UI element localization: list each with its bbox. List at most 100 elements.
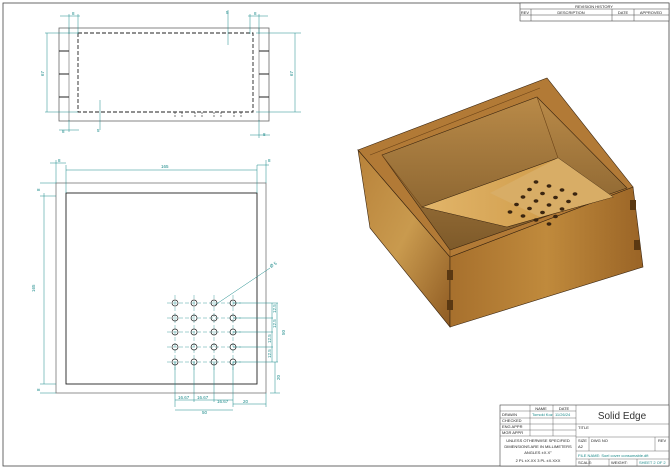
top-view: 8 8 5 8 8 5 67 67 (40, 10, 301, 138)
hole-3d (566, 199, 571, 204)
label-mgr-appr: MGR APPR (502, 430, 523, 435)
bottom-view: 165 165 8 8 8 8 Ø 5 16.67 16.67 16.67 20… (31, 158, 286, 415)
hole-3d (559, 188, 565, 192)
hole-3d (533, 218, 539, 222)
revision-history-table: REVISION HISTORY REV DESCRIPTION DATE AP… (519, 2, 670, 22)
dim-pitch-x-1: 16.67 (178, 395, 190, 400)
dim-height-165: 165 (31, 284, 36, 292)
label-drawn: DRAWN (502, 412, 517, 417)
hole (190, 299, 198, 307)
col-date-tb: DATE (559, 406, 570, 411)
hole (190, 314, 198, 322)
hole-3d (520, 214, 526, 218)
dim-left-67: 67 (40, 70, 45, 76)
hole-3d (546, 222, 552, 226)
drawn-name: Tomoki Koz (532, 412, 553, 417)
hole-3d (527, 187, 532, 192)
hole (210, 328, 218, 336)
title-label: TITLE (578, 425, 589, 430)
revision-history-title: REVISION HISTORY (575, 4, 613, 9)
hole-3d (553, 214, 558, 219)
hole (190, 358, 198, 366)
dim-bottom-left-8: 8 (62, 129, 65, 134)
weight-label: WEIGHT: (611, 460, 628, 465)
size-label: SIZE (578, 438, 587, 443)
size-value: A2 (578, 444, 584, 449)
hole-3d (514, 202, 519, 207)
file-name: FILE NAME: Soel cover consumable.dft (578, 453, 649, 458)
dim-top-right-8: 8 (254, 11, 257, 16)
hole (229, 314, 237, 322)
hole (229, 358, 237, 366)
dim-pitch-y-4: 12.5 (267, 349, 272, 358)
sheet-number: SHEET 2 OF 2 (639, 460, 666, 465)
hole (210, 299, 218, 307)
hole (210, 314, 218, 322)
note-1: UNLESS OTHERWISE SPECIFIED (506, 438, 570, 443)
hole-3d (527, 206, 532, 211)
dim-width-165: 165 (161, 164, 169, 169)
hole-3d (559, 207, 565, 211)
hole-3d (533, 180, 539, 184)
hole (190, 343, 198, 351)
note-2: DIMENSIONS ARE IN MILLIMETERS (504, 444, 572, 449)
hole-3d (540, 191, 545, 196)
col-rev: REV (521, 10, 530, 15)
dim-top-5: 5 (226, 10, 229, 15)
col-approved: APPROVED (640, 10, 662, 15)
scale-label: SCALE: (578, 460, 592, 465)
note-4: 2 PL ±X.XX 3 PL ±X.XXX (516, 458, 561, 463)
title-block: NAME DATE DRAWN Tomoki Koz 11/26/24 CHEC… (499, 404, 670, 467)
hole (171, 358, 179, 366)
hole-grid (167, 295, 241, 370)
hole (210, 358, 218, 366)
hole (229, 299, 237, 307)
dim-wall-top: 8 (36, 188, 41, 191)
col-date: DATE (618, 10, 629, 15)
hole-3d (507, 210, 513, 214)
dim-bottom-right-8: 8 (263, 132, 266, 137)
label-eng-appr: ENG APPR (502, 424, 523, 429)
hole (229, 328, 237, 336)
hole (171, 299, 179, 307)
hole-3d (540, 210, 545, 215)
col-description: DESCRIPTION (557, 10, 584, 15)
note-3: ANGLES ±X.X° (524, 450, 552, 455)
hole (210, 343, 218, 351)
dim-wall-left: 8 (58, 158, 61, 163)
dim-pitch-y-2: 12.5 (272, 319, 277, 328)
dwg-no-label: DWG NO (591, 438, 608, 443)
dim-offset-x: 20 (243, 399, 249, 404)
dim-span-y: 50 (281, 329, 286, 335)
hole-3d (546, 203, 552, 207)
hole (171, 343, 179, 351)
rev-label: REV (658, 438, 667, 443)
box-3d-render (357, 77, 644, 328)
dim-wall-right: 8 (268, 158, 271, 163)
company-name: Solid Edge (598, 411, 647, 422)
dim-pitch-x-2: 16.67 (197, 395, 209, 400)
hole-3d (520, 195, 526, 199)
dim-pitch-y-1: 12.5 (272, 304, 277, 313)
label-checked: CHECKED (502, 418, 522, 423)
hole-3d (533, 199, 539, 203)
dim-pitch-x-3: 16.67 (217, 399, 229, 404)
dim-span-x: 50 (202, 410, 208, 415)
dim-hole-diameter: Ø 5 (269, 260, 278, 268)
dim-wall-bottom: 8 (36, 388, 41, 391)
col-name: NAME (535, 406, 547, 411)
dim-pitch-y-3: 12.5 (267, 334, 272, 343)
dim-top-left-8: 8 (72, 11, 75, 16)
hole-3d (546, 184, 552, 188)
hole (190, 328, 198, 336)
hole-3d (553, 195, 558, 200)
hole (171, 314, 179, 322)
dim-right-67: 67 (289, 70, 294, 76)
drawn-date: 11/26/24 (555, 412, 571, 417)
hole (171, 328, 179, 336)
dim-bottom-5: 5 (97, 128, 100, 133)
hole-3d (572, 192, 578, 196)
hole (229, 343, 237, 351)
